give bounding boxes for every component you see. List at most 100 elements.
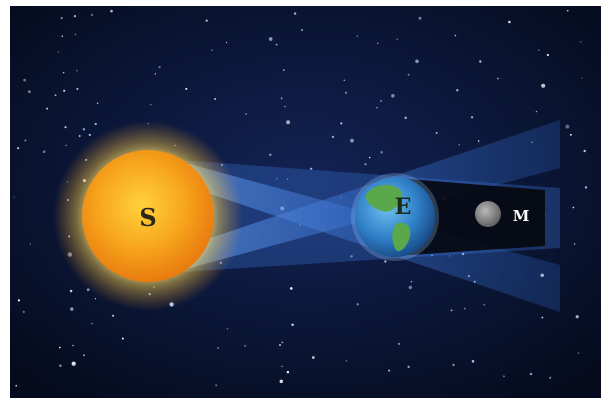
star — [211, 49, 213, 51]
earth: E — [351, 173, 439, 261]
star — [54, 94, 57, 97]
star — [268, 37, 273, 41]
star — [418, 16, 422, 20]
star — [331, 135, 335, 139]
star — [583, 149, 586, 153]
star — [463, 307, 466, 310]
star — [377, 42, 379, 44]
star — [281, 365, 283, 368]
star — [226, 328, 229, 330]
star — [83, 354, 86, 357]
star — [458, 144, 460, 146]
moon-body — [475, 201, 501, 227]
star — [76, 87, 79, 90]
star — [396, 38, 399, 41]
star — [57, 51, 60, 53]
moon-label: M — [513, 207, 530, 225]
star — [76, 69, 78, 72]
star — [64, 126, 67, 129]
star — [376, 106, 378, 109]
star — [28, 90, 31, 93]
star — [479, 60, 482, 63]
star — [279, 379, 284, 384]
star — [310, 167, 313, 170]
star — [150, 103, 152, 106]
star — [74, 33, 77, 36]
star — [82, 128, 86, 131]
star — [61, 35, 64, 38]
sun-body — [82, 150, 214, 282]
star — [225, 41, 228, 44]
star — [94, 122, 97, 126]
earth-continent-south — [392, 222, 411, 252]
star — [566, 9, 569, 12]
star — [215, 384, 218, 387]
star — [404, 116, 407, 120]
star — [23, 78, 26, 82]
star — [15, 384, 17, 387]
star — [13, 196, 15, 198]
star — [340, 122, 343, 125]
star — [497, 77, 499, 80]
star — [450, 309, 453, 312]
earth-continent-north — [365, 184, 403, 212]
star — [60, 16, 63, 20]
star — [244, 344, 247, 347]
star — [286, 178, 289, 180]
star — [569, 133, 572, 136]
star — [291, 323, 294, 327]
star — [529, 372, 533, 376]
star — [364, 163, 367, 166]
star — [301, 29, 303, 31]
star — [290, 287, 293, 290]
star — [245, 113, 247, 115]
star — [121, 337, 124, 340]
star — [388, 369, 391, 372]
star — [279, 344, 281, 346]
star — [565, 124, 570, 129]
star — [69, 289, 73, 293]
star — [94, 298, 97, 300]
star — [96, 102, 99, 105]
star — [470, 115, 474, 119]
star — [29, 243, 32, 245]
star — [70, 307, 74, 311]
star — [214, 98, 217, 100]
star — [454, 34, 457, 37]
star — [91, 323, 93, 325]
star — [508, 20, 511, 24]
star — [344, 91, 348, 94]
star — [502, 375, 505, 378]
star — [350, 138, 354, 143]
star — [483, 303, 486, 306]
star — [217, 347, 219, 349]
star — [286, 370, 290, 374]
earth-umbra-shadow — [395, 178, 545, 256]
sun: S — [53, 121, 243, 311]
star — [452, 363, 455, 367]
moon: M — [475, 201, 529, 227]
star — [269, 153, 272, 157]
star — [72, 344, 74, 347]
star — [63, 89, 66, 92]
star — [580, 41, 582, 43]
star — [282, 69, 285, 71]
star — [22, 310, 25, 313]
star — [17, 299, 21, 302]
star — [541, 316, 544, 319]
star — [73, 14, 77, 18]
star — [62, 71, 65, 74]
star — [42, 150, 46, 153]
star — [541, 83, 546, 88]
star — [112, 314, 115, 317]
star — [293, 12, 297, 15]
star — [577, 352, 580, 354]
star — [275, 43, 278, 46]
star — [154, 73, 157, 75]
star — [276, 177, 278, 180]
star — [350, 255, 353, 258]
star — [71, 361, 76, 366]
star — [284, 105, 286, 108]
star — [345, 359, 348, 362]
